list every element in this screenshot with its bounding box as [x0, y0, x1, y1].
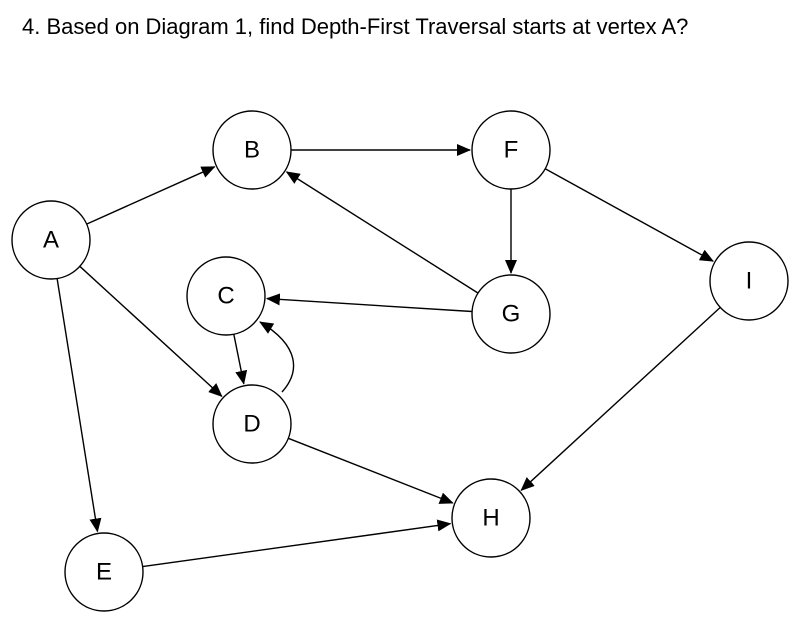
edge-a-to-b [86, 166, 216, 225]
vertex-h: H [451, 478, 531, 558]
vertex-circle [212, 110, 292, 190]
edge-a-to-e [56, 278, 102, 533]
vertex-c: C [186, 256, 266, 336]
vertex-circle [451, 478, 531, 558]
edge-d-to-c [259, 321, 295, 393]
vertex-circle [471, 110, 551, 190]
question-text: 4. Based on Diagram 1, find Depth-First … [22, 14, 689, 39]
vertex-i: I [709, 241, 789, 321]
vertex-a: A [11, 200, 91, 280]
vertex-b: B [212, 110, 292, 190]
edges-layer [56, 144, 721, 568]
vertex-circle [471, 274, 551, 354]
edge-i-to-h [520, 306, 721, 491]
edge-f-to-i [544, 168, 714, 262]
vertex-label: C [217, 283, 234, 310]
vertex-label: I [746, 268, 753, 295]
edge-g-to-b [285, 171, 479, 294]
edge-a-to-d [79, 265, 223, 397]
edge-e-to-h [142, 519, 452, 568]
edge-g-to-c [265, 293, 473, 313]
vertex-label: E [96, 559, 112, 586]
vertex-d: D [212, 384, 292, 464]
vertex-label: D [243, 411, 260, 438]
edge-c-to-d [233, 334, 248, 385]
vertex-circle [186, 256, 266, 336]
vertex-label: A [43, 227, 59, 254]
vertex-circle [11, 200, 91, 280]
nodes-layer: A B C D E F G H I [11, 110, 789, 612]
vertex-circle [64, 532, 144, 612]
vertex-g: G [471, 274, 551, 354]
vertex-label: F [504, 137, 519, 164]
vertex-label: H [482, 505, 499, 532]
vertex-label: G [502, 301, 521, 328]
vertex-f: F [471, 110, 551, 190]
vertex-e: E [64, 532, 144, 612]
edge-d-to-h [288, 437, 454, 504]
vertex-label: B [244, 137, 260, 164]
vertex-circle [709, 241, 789, 321]
vertex-circle [212, 384, 292, 464]
